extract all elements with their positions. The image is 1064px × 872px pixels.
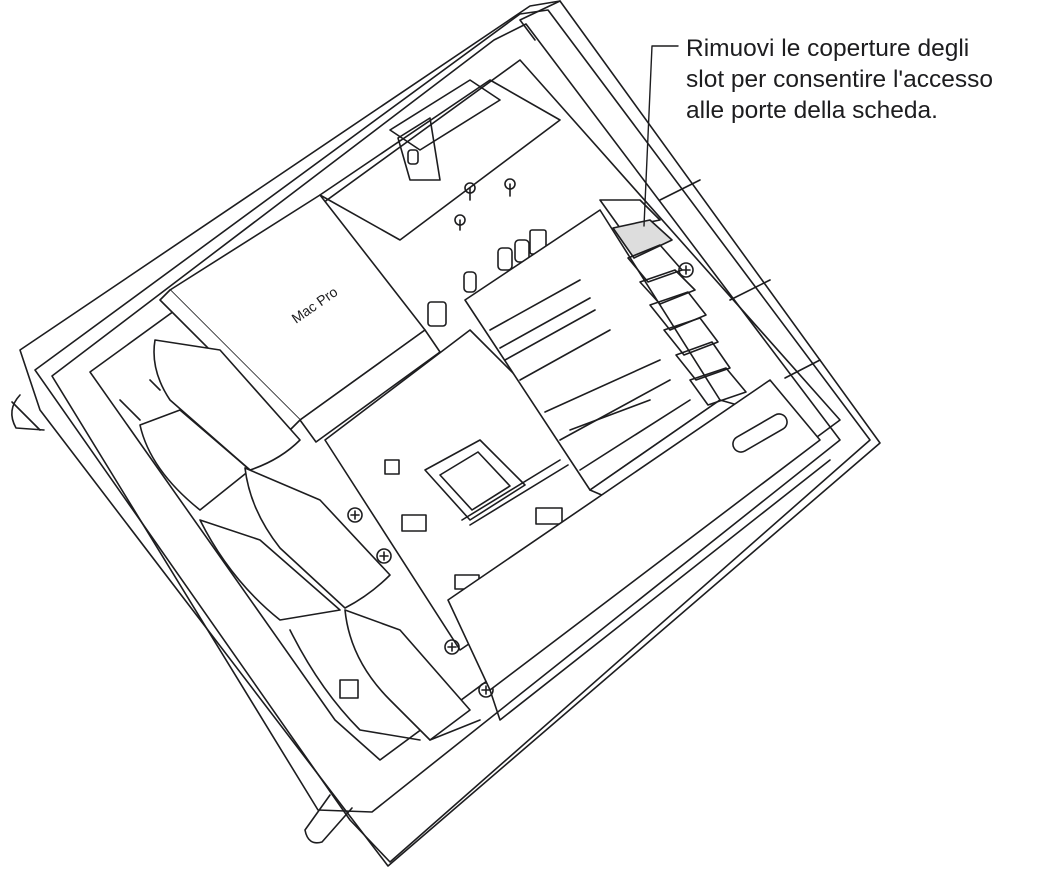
logic-board [324, 229, 681, 698]
callout-line: Rimuovi le coperture degli [686, 35, 970, 62]
slot-covers [599, 199, 747, 406]
mac-pro-module [159, 194, 441, 443]
slot-covers-callout: Rimuovi le coperture degli slot per cons… [686, 33, 1056, 126]
fan-blocks [119, 339, 471, 741]
top-bracket-rail [319, 79, 561, 241]
chassis-frame [11, 0, 881, 867]
callout-line: slot per consentire l'accesso [686, 66, 993, 93]
callout-leader [643, 45, 679, 227]
callout-line: alle porte della scheda. [686, 97, 938, 124]
bottom-card [339, 379, 831, 741]
